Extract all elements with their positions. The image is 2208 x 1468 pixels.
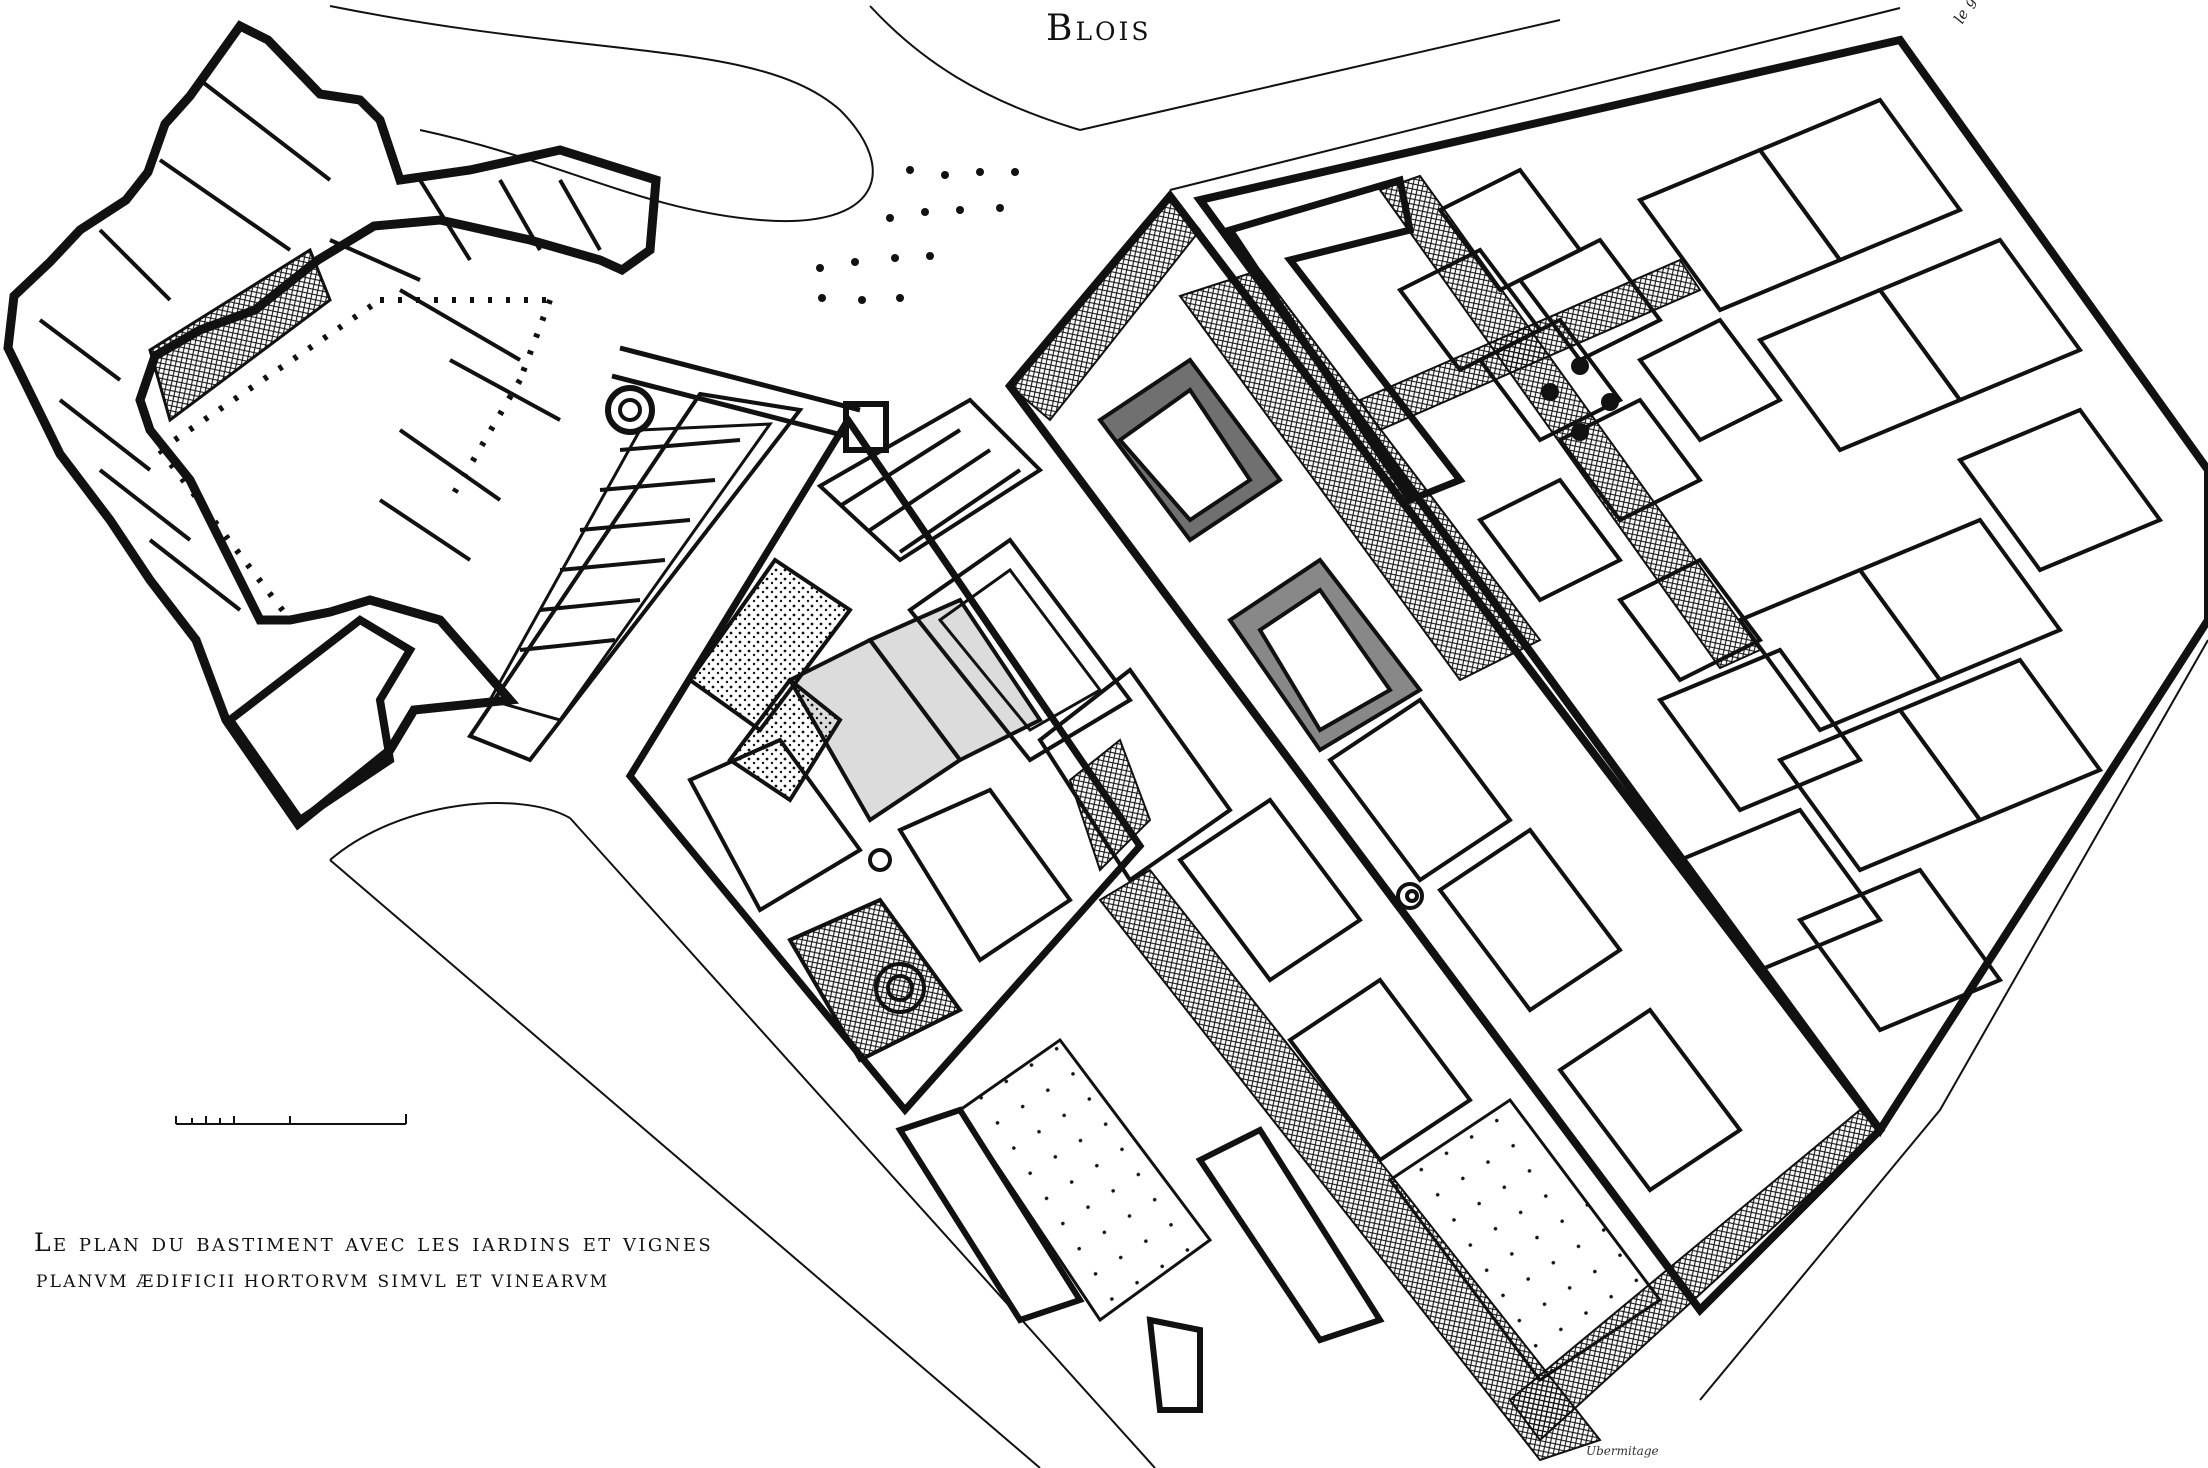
vineyard-path-hatched	[1358, 174, 1762, 670]
lower-garden-parterres	[687, 557, 1073, 1063]
caption-french: Le plan du bastiment avec les iardins et…	[34, 1228, 714, 1257]
terrace-garden	[466, 391, 804, 763]
orchard-dots	[957, 1037, 1663, 1383]
side-building	[1224, 175, 1466, 505]
chateau-vault	[148, 247, 332, 423]
chateau-building	[3, 20, 661, 831]
central-parterres	[907, 357, 1743, 1193]
signature: Ubermitage	[1586, 1444, 1659, 1458]
gallery-bridge	[611, 345, 889, 453]
lower-service-block	[895, 1106, 1385, 1413]
upper-strip-garden	[816, 397, 1044, 563]
caption-latin: PLANVM ÆDIFICII HORTORVM SIMVL ET VINEAR…	[36, 1272, 610, 1292]
scale-bar	[175, 1114, 407, 1125]
vineyard-pavilions	[1541, 357, 1619, 441]
map-title: Blois	[1046, 8, 1152, 49]
tree-grove	[816, 166, 1019, 304]
road-lines	[329, 5, 2208, 1468]
hatched-border	[1068, 738, 1152, 872]
vineyard-frame	[1193, 35, 2208, 1138]
chateau-lower-wing	[224, 385, 655, 826]
chateau-rooms	[38, 78, 602, 612]
central-garden-border	[1008, 194, 1882, 1462]
lower-garden	[625, 413, 1145, 1116]
